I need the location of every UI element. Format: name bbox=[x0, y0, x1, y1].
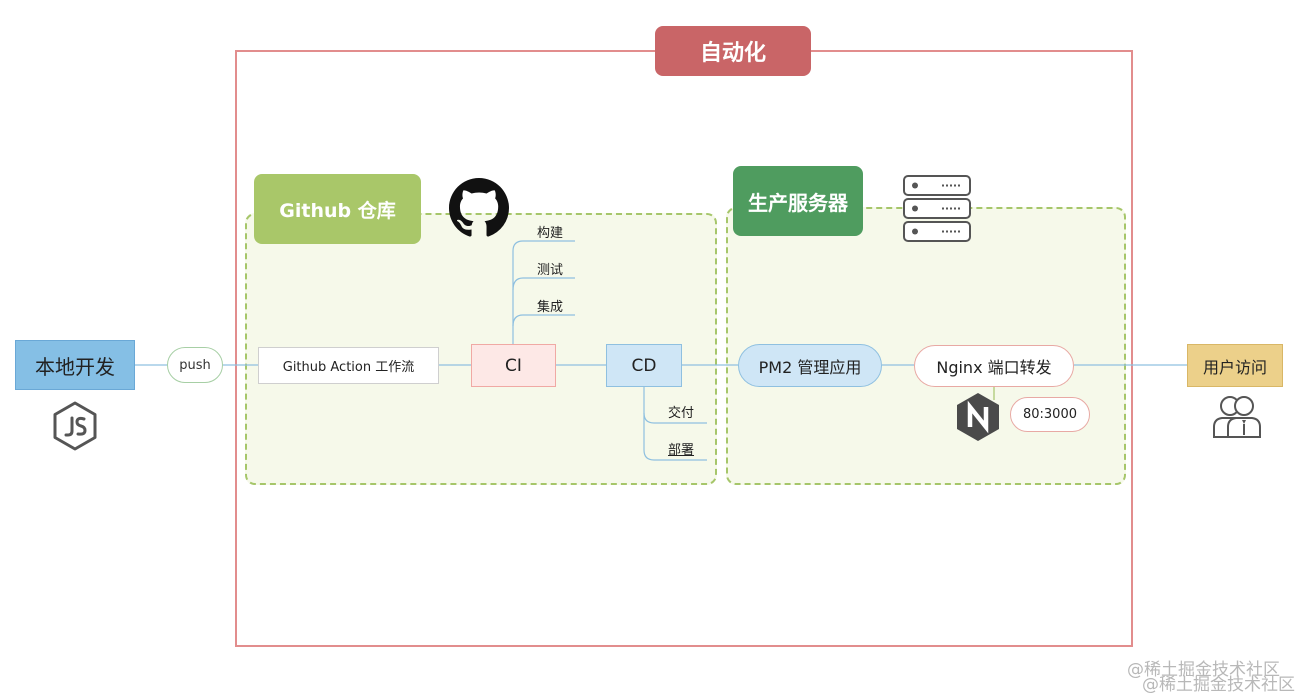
ci-step-build: 构建 bbox=[537, 226, 564, 241]
nginx-icon bbox=[955, 392, 1001, 442]
automation-title: 自动化 bbox=[655, 26, 811, 76]
production-server-title: 生产服务器 bbox=[733, 166, 863, 236]
connector-ci-build bbox=[512, 240, 575, 344]
server-rack-icon bbox=[902, 174, 972, 242]
nginx-node: Nginx 端口转发 bbox=[914, 345, 1074, 387]
automation-title-text: 自动化 bbox=[699, 41, 766, 66]
pm2-node: PM2 管理应用 bbox=[738, 344, 882, 387]
ci-step-test: 测试 bbox=[537, 263, 564, 278]
local-dev-label: 本地开发 bbox=[35, 354, 115, 379]
connector-cd-deploy bbox=[643, 387, 707, 461]
pm2-label: PM2 管理应用 bbox=[758, 357, 862, 377]
local-dev-node: 本地开发 bbox=[15, 340, 135, 390]
connector-ci-integrate bbox=[512, 314, 575, 327]
ci-step-integrate: 集成 bbox=[537, 300, 564, 315]
user-access-node: 用户访问 bbox=[1187, 344, 1283, 387]
production-server-title-text: 生产服务器 bbox=[748, 190, 848, 215]
port-node: 80:3000 bbox=[1010, 397, 1090, 432]
push-node: push bbox=[167, 347, 223, 383]
port-label: 80:3000 bbox=[1022, 407, 1077, 422]
cd-step-deploy: 部署 bbox=[668, 443, 695, 458]
users-icon bbox=[1212, 393, 1262, 439]
ci-label: CI bbox=[505, 355, 522, 376]
github-octocat-icon bbox=[449, 178, 509, 238]
cd-node: CD bbox=[606, 344, 682, 387]
connector-cd-deliver bbox=[643, 412, 707, 424]
nginx-label: Nginx 端口转发 bbox=[936, 358, 1052, 377]
github-repo-title: Github 仓库 bbox=[254, 174, 421, 244]
nodejs-icon bbox=[52, 401, 98, 451]
user-access-label: 用户访问 bbox=[1202, 357, 1267, 377]
ci-node: CI bbox=[471, 344, 556, 387]
connector-ci-test bbox=[512, 277, 575, 291]
github-action-node: Github Action 工作流 bbox=[258, 347, 439, 384]
cd-step-deliver: 交付 bbox=[668, 406, 695, 421]
watermark-text: @稀土掘金技术社区 bbox=[1127, 660, 1280, 680]
cd-label: CD bbox=[631, 355, 657, 376]
push-label: push bbox=[179, 357, 211, 373]
github-repo-title-text: Github 仓库 bbox=[279, 199, 396, 222]
github-action-label: Github Action 工作流 bbox=[282, 360, 415, 375]
watermark-text-shadow: @稀土掘金技术社区 bbox=[1142, 675, 1295, 695]
